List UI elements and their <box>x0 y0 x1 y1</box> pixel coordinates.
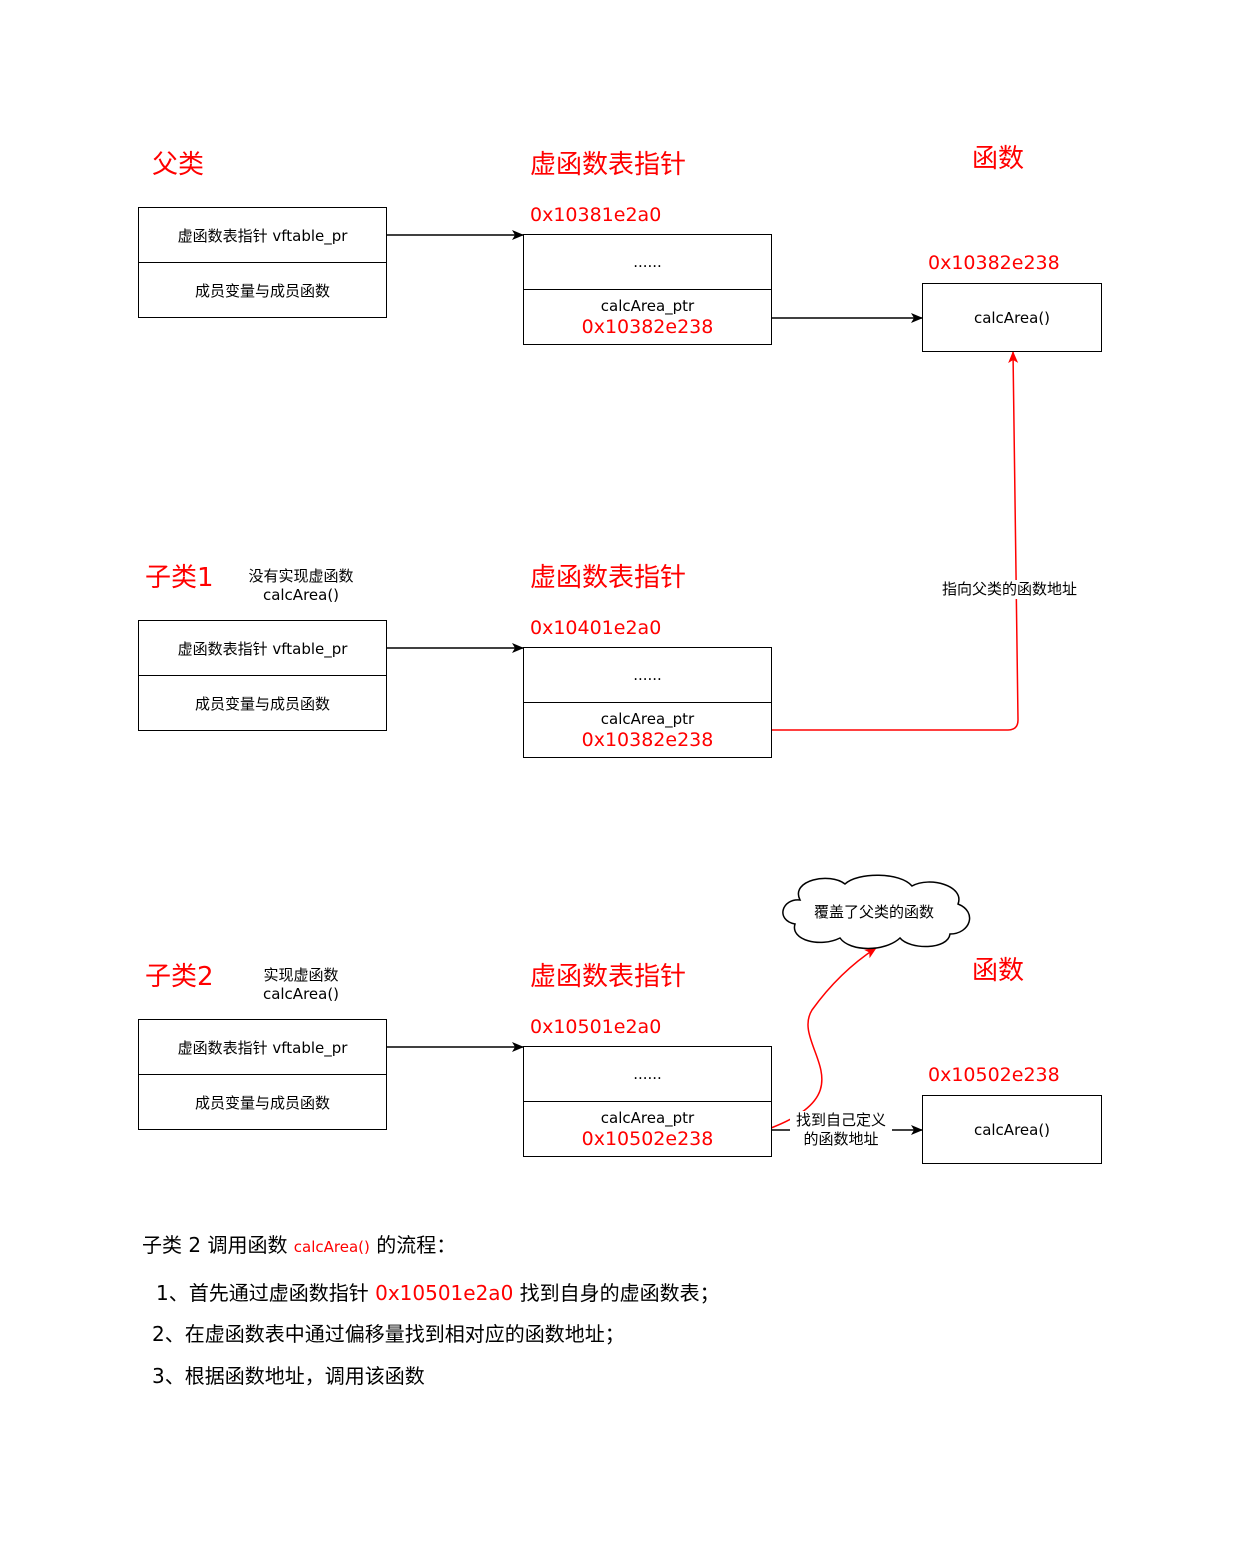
child1-vtable-calcarea-addr: 0x10382e238 <box>581 729 714 751</box>
parent-func-header: 函数 <box>972 144 1025 174</box>
child1-note: 没有实现虚函数 calcArea() <box>232 567 370 605</box>
cloud-shape <box>782 874 971 950</box>
parent-func-box: calcArea() <box>922 283 1102 352</box>
child2-vtable-header: 虚函数表指针 <box>530 962 687 992</box>
child1-vtable-address: 0x10401e2a0 <box>530 617 662 639</box>
parent-vtable-calcarea-addr: 0x10382e238 <box>581 316 714 338</box>
step-1-prefix: 1、首先通过虚函数指针 <box>156 1281 376 1305</box>
child2-func-name: calcArea() <box>973 1120 1051 1139</box>
step-2: 2、在虚函数表中通过偏移量找到相对应的函数地址； <box>152 1322 625 1346</box>
parent-vtable-address: 0x10381e2a0 <box>530 204 662 226</box>
parent-vtable-ellipsis: ...... <box>633 253 662 271</box>
steps-caption-suffix: 的流程： <box>369 1233 457 1257</box>
child2-link-label: 找到自己定义 的函数地址 <box>790 1111 892 1149</box>
child1-vtable-header: 虚函数表指针 <box>530 563 687 593</box>
step-1-suffix: 找到自身的虚函数表； <box>513 1281 720 1305</box>
child1-vtable-row-ellipsis: ...... <box>523 647 772 703</box>
step-1: 1、首先通过虚函数指针 0x10501e2a0 找到自身的虚函数表； <box>156 1281 720 1305</box>
child2-vtable-ellipsis: ...... <box>633 1065 662 1083</box>
steps-caption-prefix: 子类 2 调用函数 <box>142 1233 294 1257</box>
child2-note: 实现虚函数 calcArea() <box>232 966 370 1004</box>
child1-to-parent-func-arrow <box>771 351 1019 731</box>
child1-obj-vptr-label: 虚函数表指针 vftable_pr <box>177 639 348 658</box>
step-3: 3、根据函数地址，调用该函数 <box>152 1364 425 1388</box>
child1-obj-members-label: 成员变量与成员函数 <box>194 694 330 713</box>
child2-obj-vptr-label: 虚函数表指针 vftable_pr <box>177 1038 348 1057</box>
child2-func-address: 0x10502e238 <box>928 1064 1060 1086</box>
child2-link-label-line1: 找到自己定义 <box>795 1111 886 1129</box>
child2-title: 子类2 <box>145 962 214 992</box>
child2-note-line1: 实现虚函数 <box>263 966 339 984</box>
parent-obj-members-row: 成员变量与成员函数 <box>138 262 387 318</box>
child1-obj-members-row: 成员变量与成员函数 <box>138 675 387 731</box>
steps-caption: 子类 2 调用函数 calcArea() 的流程： <box>142 1233 456 1259</box>
steps-caption-func: calcArea() <box>293 1238 370 1256</box>
child2-obj-vptr-row: 虚函数表指针 vftable_pr <box>138 1019 387 1075</box>
parent-vtable-row-ellipsis: ...... <box>523 234 772 290</box>
parent-obj-vptr-row: 虚函数表指针 vftable_pr <box>138 207 387 263</box>
child2-obj-members-label: 成员变量与成员函数 <box>194 1093 330 1112</box>
child1-vtable-row-calcarea: calcArea_ptr 0x10382e238 <box>523 702 772 758</box>
child2-vtable-calcarea-addr: 0x10502e238 <box>581 1128 714 1150</box>
child2-vtable-calcarea-ptr: calcArea_ptr <box>600 1109 695 1127</box>
child2-vtable-address: 0x10501e2a0 <box>530 1016 662 1038</box>
child1-title: 子类1 <box>145 563 214 593</box>
parent-func-name: calcArea() <box>973 308 1051 327</box>
cloud-label: 覆盖了父类的函数 <box>813 903 934 921</box>
parent-vtable-row-calcarea: calcArea_ptr 0x10382e238 <box>523 289 772 345</box>
child1-note-line1: 没有实现虚函数 <box>248 567 354 585</box>
child1-link-label: 指向父类的函数地址 <box>940 580 1080 599</box>
child2-to-cloud-arrow <box>770 947 877 1129</box>
parent-obj-vptr-label: 虚函数表指针 vftable_pr <box>177 226 348 245</box>
child1-note-line2: calcArea() <box>262 586 340 604</box>
child2-func-box: calcArea() <box>922 1095 1102 1164</box>
child1-vtable-calcarea-ptr: calcArea_ptr <box>600 710 695 728</box>
step-1-address: 0x10501e2a0 <box>375 1281 514 1305</box>
child2-vtable-row-calcarea: calcArea_ptr 0x10502e238 <box>523 1101 772 1157</box>
parent-func-address: 0x10382e238 <box>928 252 1060 274</box>
child2-vtable-row-ellipsis: ...... <box>523 1046 772 1102</box>
child2-note-line2: calcArea() <box>262 985 340 1003</box>
parent-obj-members-label: 成员变量与成员函数 <box>194 281 330 300</box>
parent-vtable-header: 虚函数表指针 <box>530 150 687 180</box>
child1-vtable-ellipsis: ...... <box>633 666 662 684</box>
parent-title: 父类 <box>152 150 205 180</box>
child2-link-label-line2: 的函数地址 <box>803 1130 879 1148</box>
child2-func-header: 函数 <box>972 956 1025 986</box>
child2-obj-members-row: 成员变量与成员函数 <box>138 1074 387 1130</box>
child1-obj-vptr-row: 虚函数表指针 vftable_pr <box>138 620 387 676</box>
parent-vtable-calcarea-ptr: calcArea_ptr <box>600 297 695 315</box>
